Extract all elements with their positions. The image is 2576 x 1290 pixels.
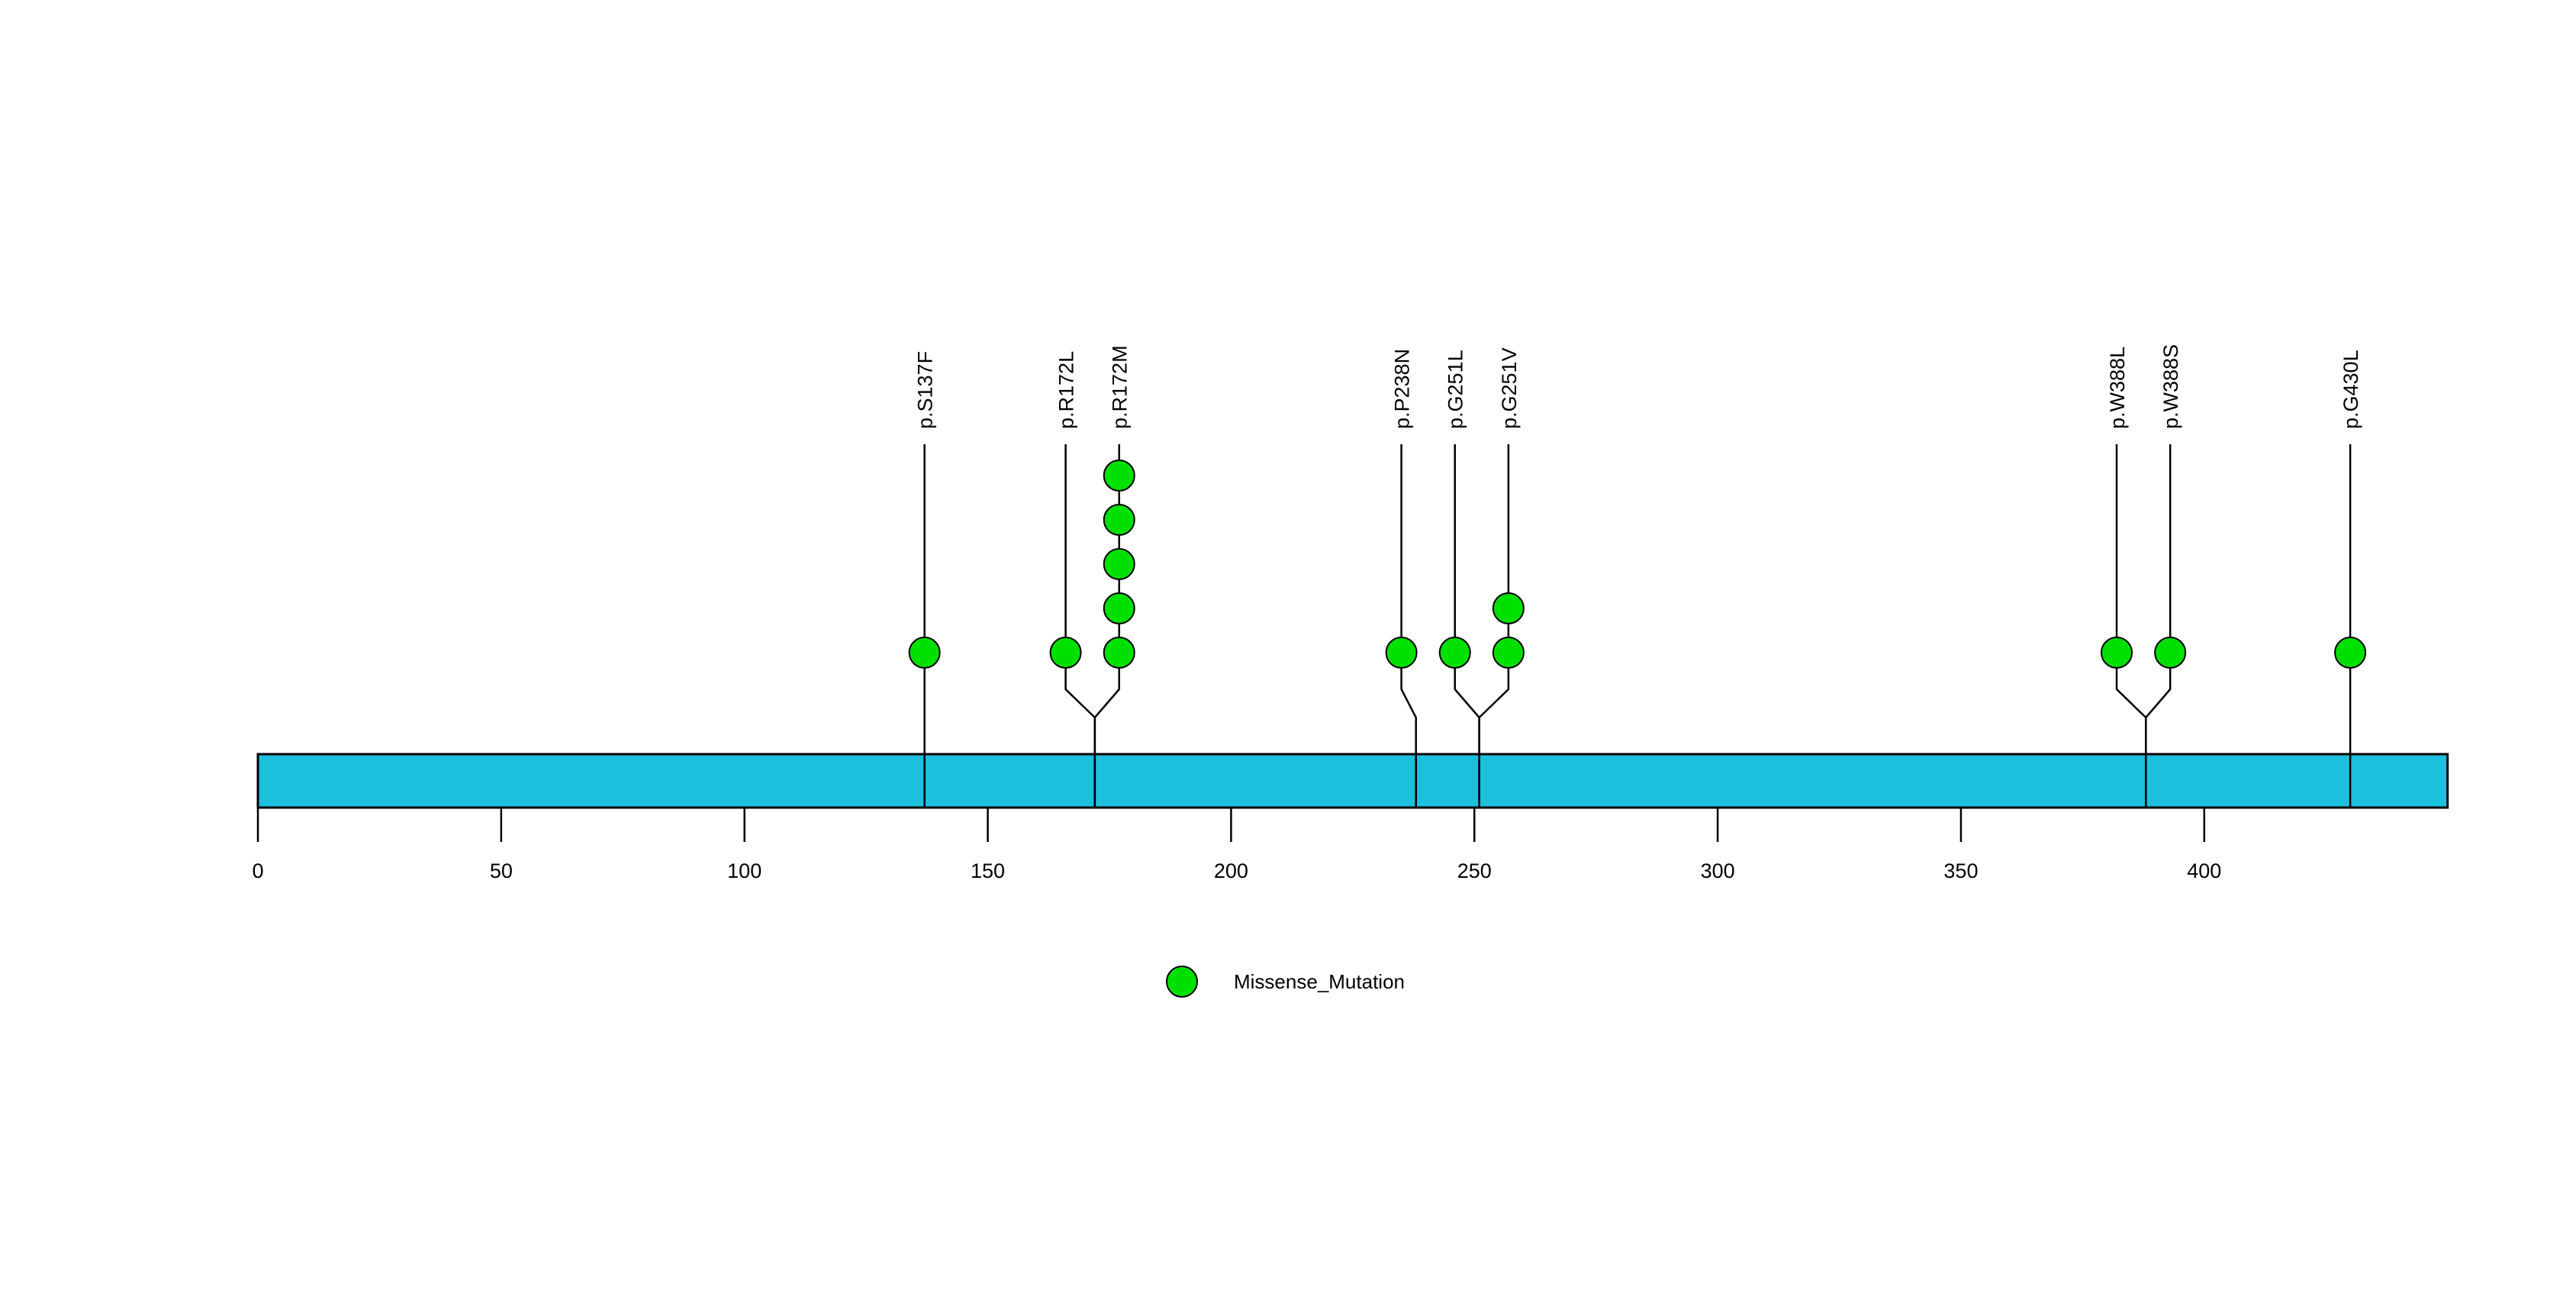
mutation-marker[interactable] bbox=[2334, 637, 2367, 669]
mutation-label: p.G251L bbox=[1444, 350, 1467, 429]
mutation-label: p.W388S bbox=[2159, 344, 2182, 429]
protein-backbone-bar bbox=[256, 753, 2449, 809]
mutation-label: p.S137F bbox=[914, 351, 937, 429]
mutation-marker[interactable] bbox=[2154, 637, 2187, 669]
mutation-marker[interactable] bbox=[1049, 637, 1082, 669]
mutation-marker[interactable] bbox=[1385, 637, 1418, 669]
lollipop-stem bbox=[1478, 444, 1510, 808]
mutation-marker[interactable] bbox=[1438, 637, 1471, 669]
mutation-marker[interactable] bbox=[2101, 637, 2133, 669]
x-axis: 0 50 100 150 200 250 300 350 400 bbox=[252, 808, 2221, 882]
lollipop-stem bbox=[2145, 444, 2172, 808]
axis-tick-label: 100 bbox=[727, 859, 762, 882]
mutation-marker[interactable] bbox=[1103, 592, 1135, 624]
mutation-marker[interactable] bbox=[908, 637, 941, 669]
mutation-label: p.R172M bbox=[1109, 345, 1132, 429]
mutation-labels: p.S137F p.R172L p.R172M p.P238N p.G251L p.G25… bbox=[914, 344, 2362, 429]
mutation-label: p.G251V bbox=[1498, 347, 1521, 429]
mutation-label: p.R172L bbox=[1055, 351, 1078, 429]
mutation-marker[interactable] bbox=[1103, 637, 1135, 669]
axis-tick-label: 300 bbox=[1701, 859, 1735, 882]
axis-tick-label: 50 bbox=[490, 859, 513, 882]
mutation-label: p.G430L bbox=[2339, 350, 2362, 429]
mutation-marker[interactable] bbox=[1103, 548, 1135, 580]
lollipop-stem bbox=[1400, 444, 1417, 808]
axis-tick-label: 0 bbox=[252, 859, 263, 882]
axis-tick-label: 150 bbox=[971, 859, 1005, 882]
axis-tick-label: 200 bbox=[1214, 859, 1248, 882]
mutation-label: p.W388L bbox=[2106, 347, 2129, 429]
protein-bar bbox=[256, 753, 2449, 809]
mutation-marker[interactable] bbox=[1492, 637, 1525, 669]
lollipop-markers bbox=[908, 460, 2367, 669]
axis-tick-label: 250 bbox=[1457, 859, 1492, 882]
legend-marker-icon bbox=[1166, 966, 1198, 998]
mutation-marker[interactable] bbox=[1103, 460, 1135, 492]
axis-tick-label: 400 bbox=[2187, 859, 2221, 882]
legend-label: Missense_Mutation bbox=[1234, 970, 1405, 993]
axis-tick-label: 350 bbox=[1943, 859, 1978, 882]
mutation-label: p.P238N bbox=[1391, 349, 1414, 429]
mutation-marker[interactable] bbox=[1103, 504, 1135, 536]
mutation-marker[interactable] bbox=[1492, 592, 1525, 624]
legend: Missense_Mutation bbox=[1166, 966, 1405, 998]
